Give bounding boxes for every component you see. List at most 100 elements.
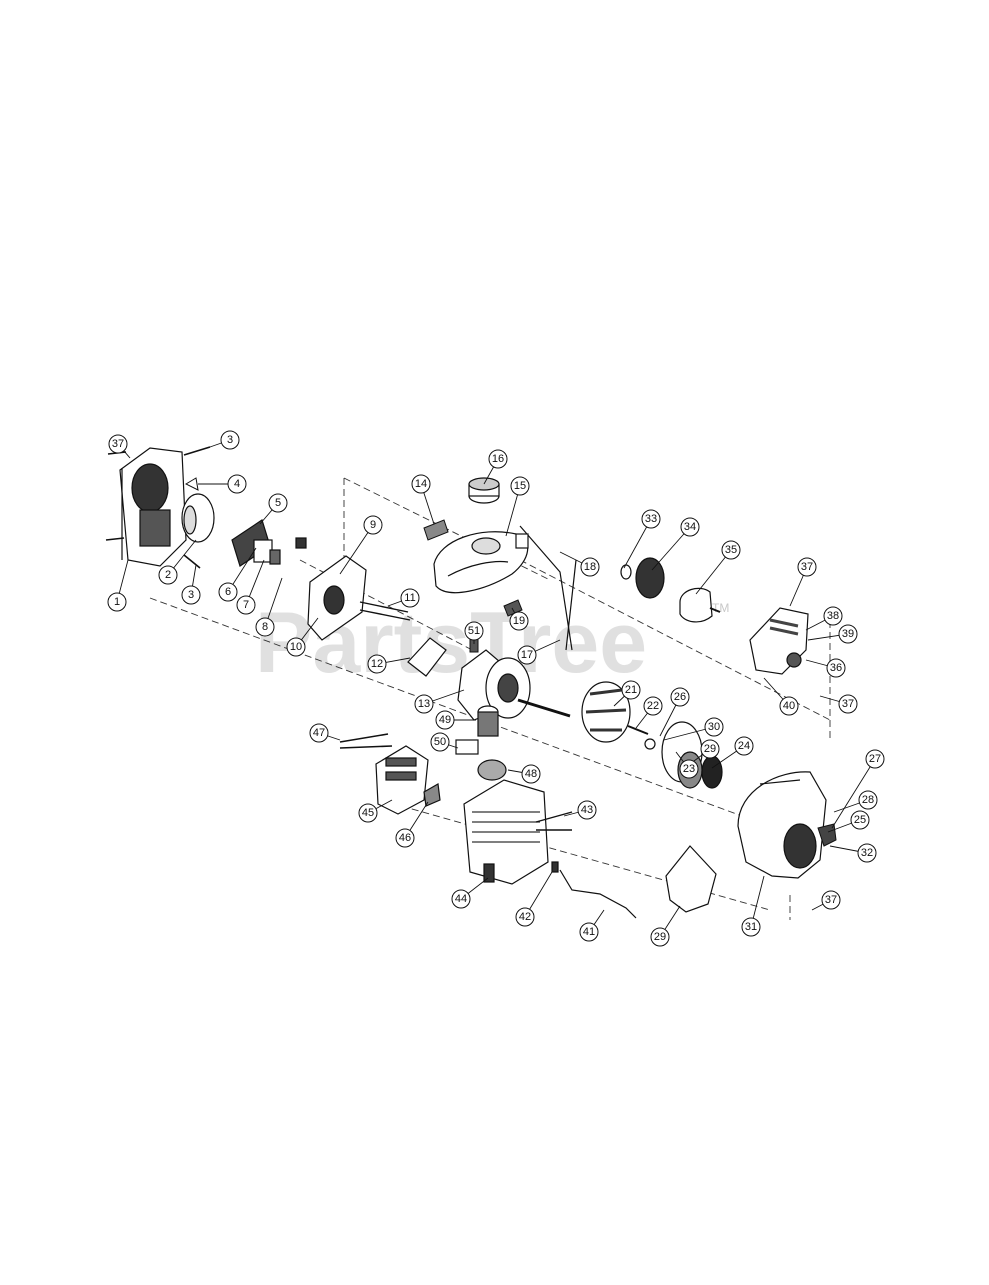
callout-circle (515, 907, 535, 927)
callout-number: 25 (854, 814, 866, 826)
callout-number: 29 (704, 743, 716, 755)
callout-number: 13 (418, 698, 430, 710)
callout-number: 12 (371, 658, 383, 670)
callout-circle (400, 588, 420, 608)
callout-number: 19 (513, 615, 525, 627)
callout-number: 46 (399, 832, 411, 844)
callout-number: 27 (869, 753, 881, 765)
callout-number: 24 (738, 740, 750, 752)
callout-number: 18 (584, 561, 596, 573)
callout-circle (158, 565, 178, 585)
callout-circle (411, 474, 431, 494)
callout-circle (367, 654, 387, 674)
callout-15: 15 (505, 476, 530, 537)
callout-25: 25 (827, 810, 870, 833)
callout-3: 3 (181, 564, 201, 605)
callout-number: 35 (725, 544, 737, 556)
callout-circle (517, 645, 537, 665)
callout-circle (643, 696, 663, 716)
callout-8: 8 (255, 577, 283, 637)
part-air-filter (181, 493, 215, 543)
callout-circle (650, 927, 670, 947)
callout-circle (779, 696, 799, 716)
part-crankcase (457, 649, 571, 721)
callout-circle (286, 637, 306, 657)
callout-2: 2 (158, 539, 197, 585)
callout-21: 21 (613, 680, 641, 707)
callout-circle (865, 749, 885, 769)
callout-42: 42 (515, 871, 553, 927)
callout-number: 37 (801, 561, 813, 573)
callout-number: 37 (112, 438, 124, 450)
callout-number: 9 (370, 519, 376, 531)
callout-number: 36 (830, 662, 842, 674)
callout-46: 46 (395, 801, 429, 848)
part-19 (503, 599, 523, 617)
callout-number: 26 (674, 691, 686, 703)
callout-14: 14 (411, 474, 435, 525)
part-flywheel (581, 681, 649, 743)
callout-circle (358, 803, 378, 823)
callout-39: 39 (807, 624, 858, 644)
callout-number: 50 (434, 736, 446, 748)
callout-number: 28 (862, 794, 874, 806)
callout-circle (435, 710, 455, 730)
part-cylinder (463, 759, 549, 885)
callout-number: 49 (439, 714, 451, 726)
callout-17: 17 (517, 639, 561, 665)
callout-circle (488, 449, 508, 469)
callout-30: 30 (663, 717, 724, 741)
part-intake-block (295, 537, 367, 641)
callout-circle (741, 917, 761, 937)
callout-33: 33 (623, 509, 661, 569)
callout-24: 24 (711, 736, 754, 769)
callout-number: 40 (783, 700, 795, 712)
callout-number: 34 (684, 521, 696, 533)
callout-7: 7 (236, 559, 265, 615)
callout-6: 6 (218, 547, 257, 602)
callout-number: 4 (234, 478, 240, 490)
callout-circle (823, 606, 843, 626)
callout-number: 22 (647, 700, 659, 712)
callout-40: 40 (763, 677, 799, 716)
callout-circle (721, 540, 741, 560)
part-gasket (407, 637, 447, 677)
part-ignition (551, 861, 637, 919)
callout-number: 14 (415, 478, 427, 490)
callout-number: 5 (275, 497, 281, 509)
callout-11: 11 (387, 588, 420, 608)
part-piston (455, 705, 499, 755)
callout-circle (821, 890, 841, 910)
callout-32: 32 (829, 843, 877, 863)
callout-circle (107, 592, 127, 612)
callout-1: 1 (107, 559, 129, 612)
callout-3: 3 (209, 430, 240, 450)
callout-31: 31 (741, 875, 765, 937)
callout-23: 23 (675, 751, 699, 779)
callout-circle (464, 621, 484, 641)
callout-number: 3 (227, 434, 233, 446)
callout-number: 51 (468, 625, 480, 637)
callout-22: 22 (635, 696, 663, 729)
callout-number: 48 (525, 768, 537, 780)
callout-41: 41 (579, 909, 605, 942)
callout-37: 37 (789, 557, 817, 607)
callout-45: 45 (358, 799, 393, 823)
callout-circle (309, 723, 329, 743)
callout-47: 47 (309, 723, 341, 743)
callout-number: 47 (313, 727, 325, 739)
callout-circle (679, 759, 699, 779)
callout-29: 29 (650, 905, 681, 947)
callout-circle (857, 843, 877, 863)
part-muffler (339, 733, 441, 815)
callout-number: 6 (225, 586, 231, 598)
callout-circle (451, 889, 471, 909)
callout-number: 16 (492, 453, 504, 465)
callout-10: 10 (286, 617, 319, 657)
callout-13: 13 (414, 689, 465, 714)
part-fuel-lines (515, 525, 577, 651)
callout-12: 12 (367, 654, 411, 674)
part-bolts (359, 601, 411, 621)
callout-number: 42 (519, 911, 531, 923)
